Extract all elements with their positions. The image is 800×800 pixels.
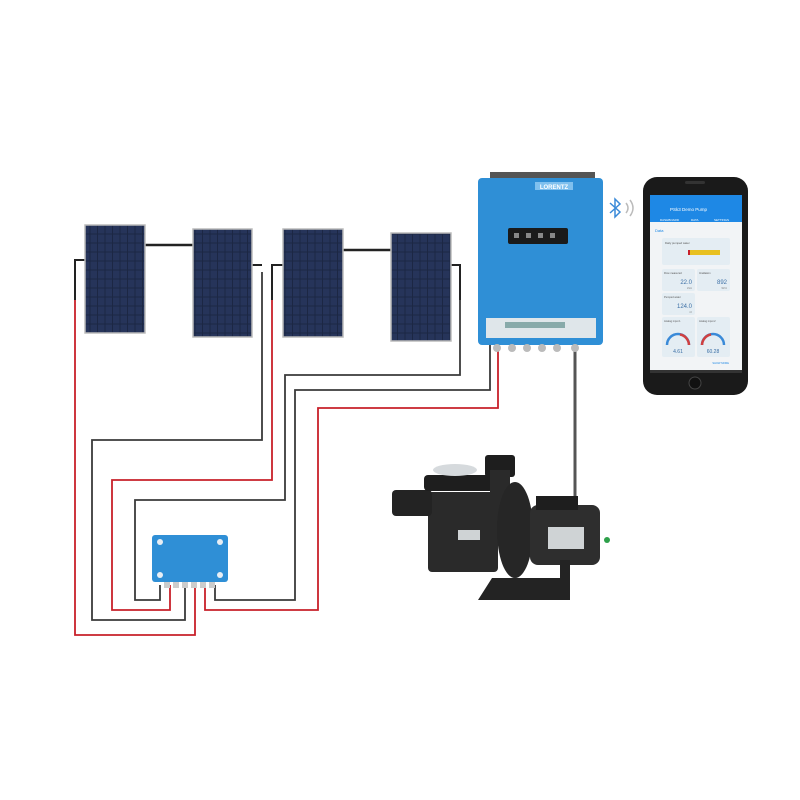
section-title: Data [655,228,664,233]
gauge-label: Analog input 1 [664,319,681,323]
red-wire-panel1 [74,300,196,636]
tile-value: 892 [717,280,728,286]
tile-unit: l/min [687,288,693,290]
chart-card-title: Daily pumped water [665,241,690,245]
black-wire-panel4 [134,300,461,601]
tile-unit: m³ [689,311,692,314]
smartphone: PSk3 Demo Pump DASHBOARD DATA SETTINGS D… [643,177,748,395]
junction-box [152,535,228,588]
solar-panel [282,228,344,338]
gauge-value: 60.28 [707,349,720,355]
tab-settings[interactable]: SETTINGS [714,218,729,222]
tile-label: Irradiation [699,271,711,275]
gauge-value: 4.61 [673,349,683,355]
solar-panel [390,232,452,342]
red-wire-panel3 [111,300,273,611]
red-wire-controller [204,345,499,611]
black-wire-panel2 [91,272,263,621]
pump-controller: LORENTZ [478,172,603,352]
solar-panel [84,224,146,334]
tile-label: Flow measured [664,271,682,275]
gauge-label: Analog input 2 [699,319,716,323]
tile-unit: W/m² [722,287,728,290]
show-more-link[interactable]: SHOW MORE [712,361,729,365]
tile-value: 124.0 [677,304,693,310]
tab-dashboard[interactable]: DASHBOARD [660,218,680,222]
tile-label: Pumped water [664,295,681,299]
tile-value: 22.0 [680,280,692,286]
water-pump [392,455,610,600]
black-wire-controller [214,345,491,601]
tab-data[interactable]: DATA [691,218,699,222]
app-title: PSk3 Demo Pump [670,207,708,212]
controller-brand: LORENTZ [540,185,569,191]
daily-bar [688,250,720,255]
solar-panel [192,228,253,338]
wiring [74,243,577,636]
bluetooth-icon [609,197,634,219]
